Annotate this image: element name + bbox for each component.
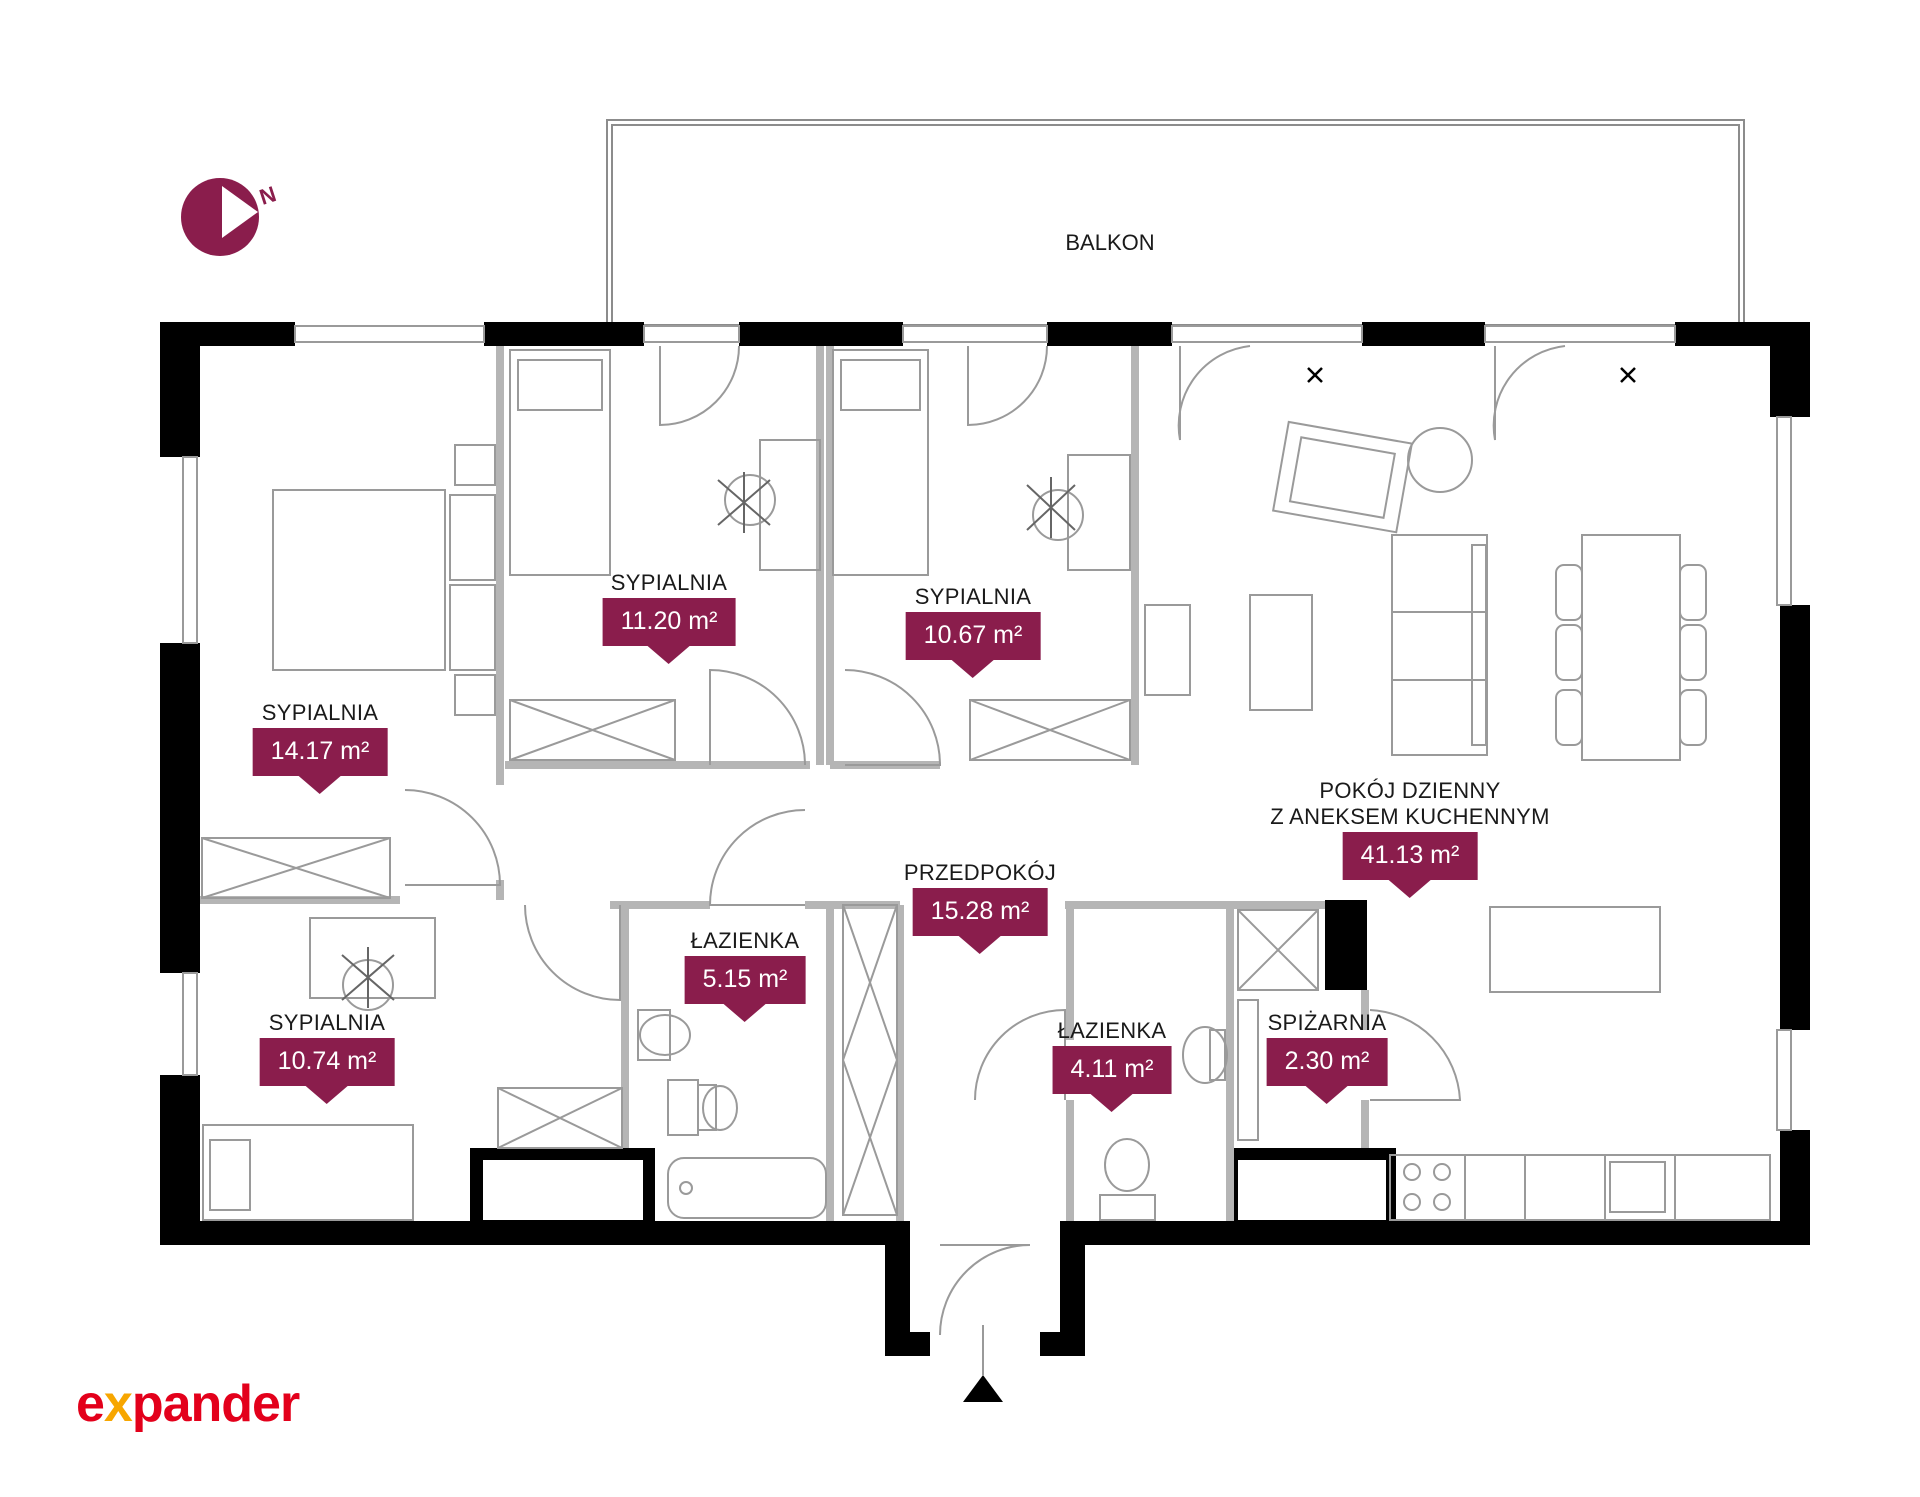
room-area-pantry: 2.30 m² bbox=[1266, 1038, 1388, 1104]
room-name-bedroom-1: SYPIALNIA bbox=[261, 700, 379, 725]
room-name-hallway: PRZEDPOKÓJ bbox=[903, 860, 1057, 885]
room-name-bathroom-1: ŁAZIENKA bbox=[690, 928, 800, 953]
room-area-bedroom-1: 14.17 m² bbox=[252, 728, 388, 794]
room-name-bedroom-2: SYPIALNIA bbox=[610, 570, 728, 595]
room-area-living-room: 41.13 m² bbox=[1342, 832, 1478, 898]
expander-logo: expander bbox=[76, 1375, 300, 1433]
doors bbox=[404, 345, 1566, 1375]
exterior-walls bbox=[160, 322, 1810, 1356]
room-name-bedroom-4: SYPIALNIA bbox=[268, 1010, 386, 1035]
room-name-bedroom-3: SYPIALNIA bbox=[914, 584, 1032, 609]
chairs bbox=[341, 472, 1076, 1008]
room-name-living-room-line1: POKÓJ DZIENNY bbox=[1319, 778, 1501, 803]
room-area-bathroom-1: 5.15 m² bbox=[684, 956, 806, 1022]
compass-icon bbox=[181, 178, 259, 256]
partitions bbox=[200, 346, 1369, 1221]
entrance-arrow-icon bbox=[963, 1375, 1003, 1402]
room-area-bedroom-3: 10.67 m² bbox=[905, 612, 1041, 678]
room-area-bedroom-4: 10.74 m² bbox=[259, 1038, 395, 1104]
room-name-pantry: SPIŻARNIA bbox=[1267, 1010, 1387, 1035]
balcony-label: BALKON bbox=[1065, 230, 1155, 255]
balcony bbox=[606, 119, 1745, 326]
room-area-hallway: 15.28 m² bbox=[912, 888, 1048, 954]
room-area-bedroom-2: 11.20 m² bbox=[602, 598, 736, 664]
windows bbox=[182, 325, 1792, 1131]
furniture bbox=[201, 349, 1771, 1221]
room-name-bathroom-2: ŁAZIENKA bbox=[1057, 1018, 1167, 1043]
room-area-bathroom-2: 4.11 m² bbox=[1052, 1046, 1172, 1112]
room-name-living-room-line2: Z ANEKSEM KUCHENNYM bbox=[1270, 804, 1550, 829]
